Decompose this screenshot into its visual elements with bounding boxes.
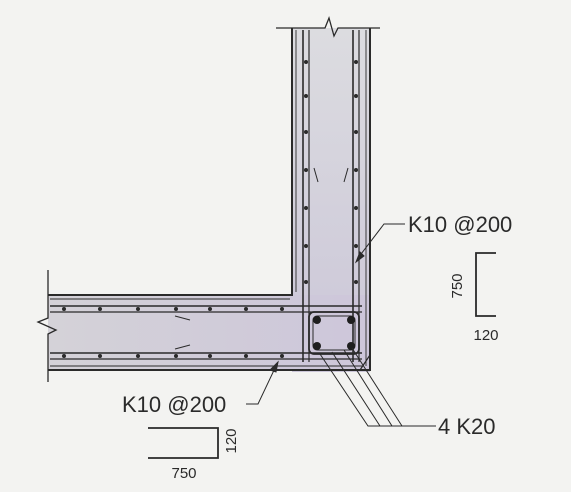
corner-bars [313,316,355,350]
slab-concrete [48,295,370,370]
distribution-bar [280,354,284,358]
distribution-bar [354,130,358,134]
distribution-bar [62,307,66,311]
wall-stirrup-arrow [354,251,365,264]
break-lines [36,15,380,382]
corner-edge [359,354,371,371]
slab-rebars [50,298,364,367]
distribution-bar [354,94,358,98]
distribution-bar [304,94,308,98]
corner-stirrup-loop [308,311,360,355]
distribution-bar [304,60,308,64]
corner-bar [347,316,355,324]
horizontal-stirrup-detail: 120 750 [148,427,240,482]
slab-bar-hook [174,315,191,321]
slab-bar-hook-2 [174,344,191,350]
vertical-stirrup-length: 750 [449,273,466,298]
wall-stirrup-leader [357,223,405,259]
distribution-bar [354,206,358,210]
horizontal-stirrup-width: 120 [223,428,240,453]
top-break-line [276,15,380,38]
section-outline [48,28,371,371]
distribution-bar [280,307,284,311]
distribution-bar [244,354,248,358]
wall-distribution-bars [304,60,358,284]
distribution-bar [354,168,358,172]
vertical-stirrup-shape [475,252,496,317]
distribution-bar [354,280,358,284]
wall-stirrup-label: K10 @200 [408,212,512,237]
slab-stirrup-leader [246,365,277,405]
slab-stirrup-arrow [269,360,279,373]
concrete-section [48,28,371,372]
wall-concrete [292,28,370,372]
corner-bars-leader-4 [319,353,380,427]
distribution-bar [354,60,358,64]
distribution-bar [304,280,308,284]
corner-stirrup-loop-inner [312,315,356,351]
distribution-bar [244,307,248,311]
distribution-bar [136,354,140,358]
left-break-line [36,270,58,382]
distribution-bar [98,354,102,358]
wall-bar-hook-2 [343,167,349,183]
corner-bars-label: 4 K20 [438,414,496,439]
distribution-bar [136,307,140,311]
horizontal-stirrup-length: 750 [171,465,196,482]
distribution-bar [174,307,178,311]
distribution-bar [304,206,308,210]
leader-lines [246,223,436,427]
distribution-bar [208,354,212,358]
slab-stirrup-label: K10 @200 [122,392,226,417]
distribution-bar [208,307,212,311]
wall-bar-hook [313,167,319,183]
corner-stirrup [308,311,360,355]
distribution-bar [354,244,358,248]
vertical-stirrup-detail: 750 120 [449,252,499,344]
vertical-stirrup-width: 120 [473,327,498,344]
distribution-bar [304,168,308,172]
corner-bar [313,342,321,350]
distribution-bar [174,354,178,358]
distribution-bar [98,307,102,311]
distribution-bar [62,354,66,358]
distribution-bar [304,244,308,248]
horizontal-stirrup-shape [148,427,219,459]
distribution-bar [304,130,308,134]
corner-bar [313,316,321,324]
slab-distribution-bars [62,307,284,358]
corner-bar [347,342,355,350]
